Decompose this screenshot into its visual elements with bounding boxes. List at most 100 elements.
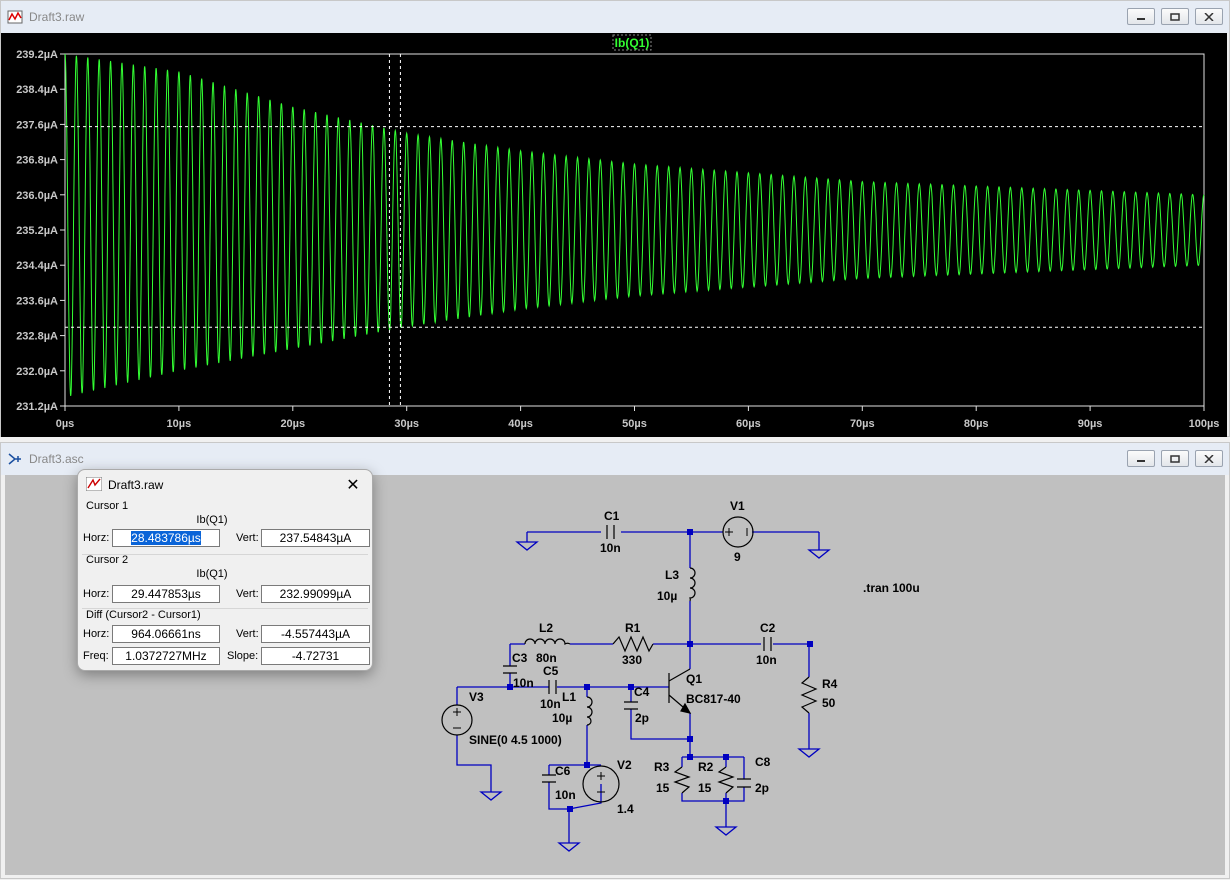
c2-label: C2: [760, 621, 776, 635]
cursor2-horz-field[interactable]: 29.447853µs: [112, 585, 220, 603]
c5-label: C5: [543, 664, 559, 678]
x-tick-label: 80µs: [964, 418, 989, 430]
c4-value: 2p: [635, 711, 649, 725]
diff-header: Diff (Cursor2 - Cursor1): [86, 609, 201, 621]
v3-label: V3: [469, 690, 484, 704]
restore-button[interactable]: [1161, 8, 1189, 25]
l1-label: L1: [562, 690, 576, 704]
wires: [456, 531, 831, 852]
cursor2-header: Cursor 2: [86, 554, 129, 566]
q1-label: Q1: [686, 672, 702, 686]
c6-value: 10n: [555, 788, 576, 802]
restore-button[interactable]: [1161, 450, 1189, 467]
diff-slope-field[interactable]: -4.72731: [261, 647, 370, 665]
r2-label: R2: [698, 760, 714, 774]
r3-label: R3: [654, 760, 670, 774]
l3-value: 10µ: [657, 589, 677, 603]
cursor1-section: Cursor 1 Ib(Q1) Horz: 28.483786µs Vert: …: [82, 500, 370, 550]
x-tick-label: 100µs: [1189, 418, 1220, 430]
c3-value: 10n: [513, 676, 534, 690]
y-tick-label: 236.8µA: [16, 155, 58, 167]
schematic-drawing[interactable]: C1 10n V1 9 L3 10µ .tran 100u L2 80n R1 …: [5, 475, 1225, 875]
y-tick-label: 235.2µA: [16, 225, 58, 237]
cursor-dialog-title: Draft3.raw: [108, 478, 164, 492]
schematic-window-title: Draft3.asc: [29, 452, 84, 466]
y-tick-label: 238.4µA: [16, 84, 58, 96]
r4-value: 50: [822, 696, 836, 710]
diff-slope-label: Slope:: [227, 650, 259, 662]
x-tick-label: 20µs: [280, 418, 305, 430]
components: [441, 516, 818, 803]
l1-value: 10µ: [552, 711, 572, 725]
diff-vert-field[interactable]: -4.557443µA: [261, 625, 370, 643]
r1-label: R1: [625, 621, 641, 635]
diff-freq-field[interactable]: 1.0372727MHz: [112, 647, 220, 665]
cursor-dialog-icon: [86, 477, 102, 491]
v1-value: 9: [734, 550, 741, 564]
close-button[interactable]: [1195, 450, 1223, 467]
q1-value: BC817-40: [686, 692, 741, 706]
l2-label: L2: [539, 621, 553, 635]
waveform-window-title: Draft3.raw: [29, 10, 85, 24]
y-tick-label: 232.0µA: [16, 366, 58, 378]
cursor1-horz-label: Horz:: [83, 532, 110, 544]
schematic-app-icon: [8, 453, 21, 465]
c2-value: 10n: [756, 653, 777, 667]
junctions: [507, 529, 813, 812]
c5-value: 10n: [540, 697, 561, 711]
y-tick-label: 231.2µA: [16, 401, 58, 413]
diff-horz-field[interactable]: 964.06661ns: [112, 625, 220, 643]
cursor2-vert-field[interactable]: 232.99099µA: [261, 585, 370, 603]
cursor1-horz-value: 28.483786µs: [131, 531, 201, 545]
v2-value: 1.4: [617, 802, 634, 816]
c8-label: C8: [755, 755, 771, 769]
r2-value: 15: [698, 781, 712, 795]
cursor1-horz-field[interactable]: 28.483786µs: [112, 529, 220, 547]
minimize-button[interactable]: [1127, 450, 1155, 467]
close-icon: [1204, 454, 1214, 463]
y-tick-label: 236.0µA: [16, 190, 58, 202]
v3-value: SINE(0 4.5 1000): [469, 733, 562, 747]
y-tick-label: 234.4µA: [16, 260, 58, 272]
cursor1-trace: Ib(Q1): [196, 514, 228, 526]
x-tick-label: 50µs: [622, 418, 647, 430]
minimize-button[interactable]: [1127, 8, 1155, 25]
ib-q1-trace: [64, 53, 1205, 396]
cursor1-header: Cursor 1: [86, 500, 129, 512]
c1-value: 10n: [600, 541, 621, 555]
close-button[interactable]: [1195, 8, 1223, 25]
y-tick-label: 239.2µA: [16, 49, 58, 61]
cursor2-trace: Ib(Q1): [196, 568, 228, 580]
diff-section: Diff (Cursor2 - Cursor1) Horz: 964.06661…: [82, 609, 370, 669]
x-tick-label: 70µs: [850, 418, 875, 430]
v2-label: V2: [617, 758, 632, 772]
x-tick-label: 40µs: [508, 418, 533, 430]
r3-value: 15: [656, 781, 670, 795]
waveform-app-icon: [7, 10, 23, 24]
diff-freq-label: Freq:: [83, 650, 109, 662]
dialog-close-icon[interactable]: ✕: [346, 477, 360, 494]
cursor2-section: Cursor 2 Ib(Q1) Horz: 29.447853µs Vert: …: [82, 554, 370, 604]
cursor-dialog-titlebar[interactable]: Draft3.raw ✕: [78, 470, 372, 498]
cursor1-vert-field[interactable]: 237.54843µA: [261, 529, 370, 547]
minimize-icon: [1137, 459, 1145, 462]
cursor1-vert-label: Vert:: [236, 532, 259, 544]
waveform-titlebar[interactable]: Draft3.raw: [1, 1, 1229, 33]
dialog-divider: [82, 608, 368, 609]
diff-vert-label: Vert:: [236, 628, 259, 640]
trace-label: Ib(Q1): [615, 36, 650, 50]
r4-label: R4: [822, 677, 838, 691]
x-tick-label: 10µs: [167, 418, 192, 430]
c1-label: C1: [604, 509, 620, 523]
r1-value: 330: [622, 653, 642, 667]
c4-label: C4: [634, 685, 650, 699]
l3-label: L3: [665, 568, 679, 582]
minimize-icon: [1137, 17, 1145, 20]
source-signs: [453, 528, 748, 793]
c8-value: 2p: [755, 781, 769, 795]
waveform-chart[interactable]: 239.2µA238.4µA237.6µA236.8µA236.0µA235.2…: [1, 33, 1227, 437]
x-tick-label: 0µs: [56, 418, 75, 430]
l2-value: 80n: [536, 651, 557, 665]
